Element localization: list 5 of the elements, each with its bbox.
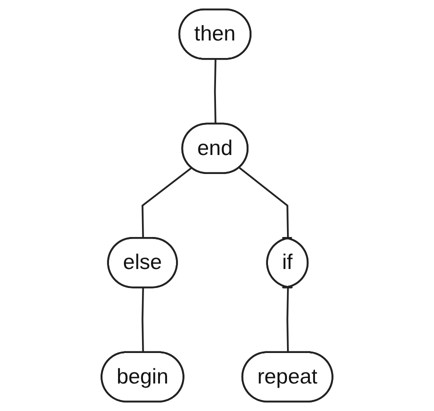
connector — [142, 167, 192, 238]
connector — [142, 288, 144, 353]
connector — [238, 167, 289, 238]
connector — [214, 59, 216, 124]
connector — [286, 288, 289, 353]
